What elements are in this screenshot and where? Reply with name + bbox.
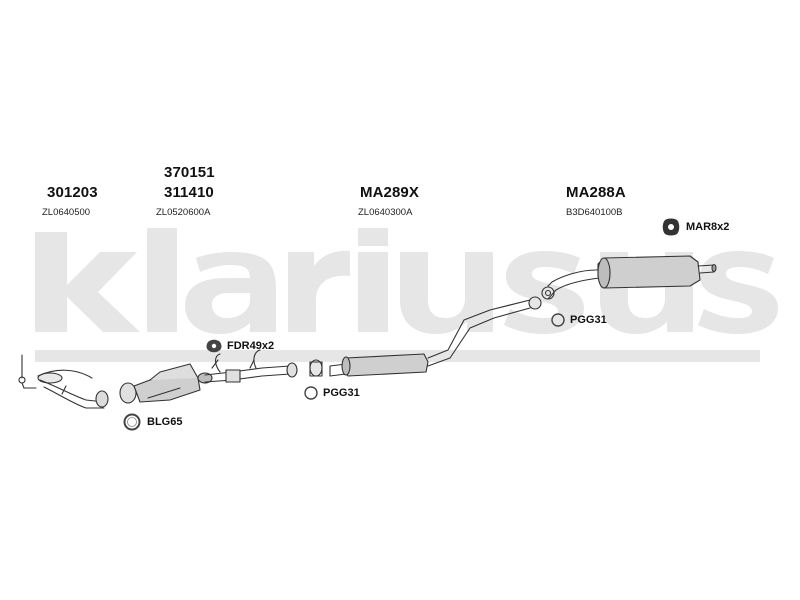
- catalytic-converter: [119, 363, 213, 404]
- part-number-rear-silencer: MA288A: [566, 184, 626, 201]
- joint-flange: [309, 359, 323, 377]
- mar-label: MAR8x2: [686, 221, 730, 233]
- rubber-mount-icon: [662, 218, 680, 236]
- fdr-hangers: [214, 349, 261, 373]
- part-number-catalyst-2: 311410: [164, 184, 214, 201]
- intermediate-pipe: [204, 359, 298, 383]
- gasket-ring-icon: [304, 386, 318, 400]
- oe-number-rear-silencer: B3D640100B: [566, 207, 623, 218]
- part-number-catalyst-1: 370151: [164, 164, 215, 181]
- oe-number-front-pipe: ZL0640500: [42, 207, 91, 218]
- centre-silencer: [329, 299, 531, 377]
- pgg-label-right: PGG31: [570, 314, 607, 326]
- rear-silencer: [528, 255, 717, 310]
- hanger-icon: [206, 339, 222, 353]
- oe-number-centre-silencer: ZL0640300A: [358, 207, 413, 218]
- gasket-ring-icon: [551, 313, 565, 327]
- lambda-sensor: [18, 354, 37, 389]
- pgg-label-center: PGG31: [323, 387, 360, 399]
- blg-label: BLG65: [147, 416, 183, 428]
- part-number-front-pipe: 301203: [47, 184, 98, 201]
- part-number-centre-silencer: MA289X: [360, 184, 419, 201]
- front-pipe: [37, 369, 109, 409]
- oe-number-catalyst: ZL0520600A: [156, 207, 211, 218]
- fdr-label: FDR49x2: [227, 340, 275, 352]
- sealing-ring-icon: [123, 413, 141, 431]
